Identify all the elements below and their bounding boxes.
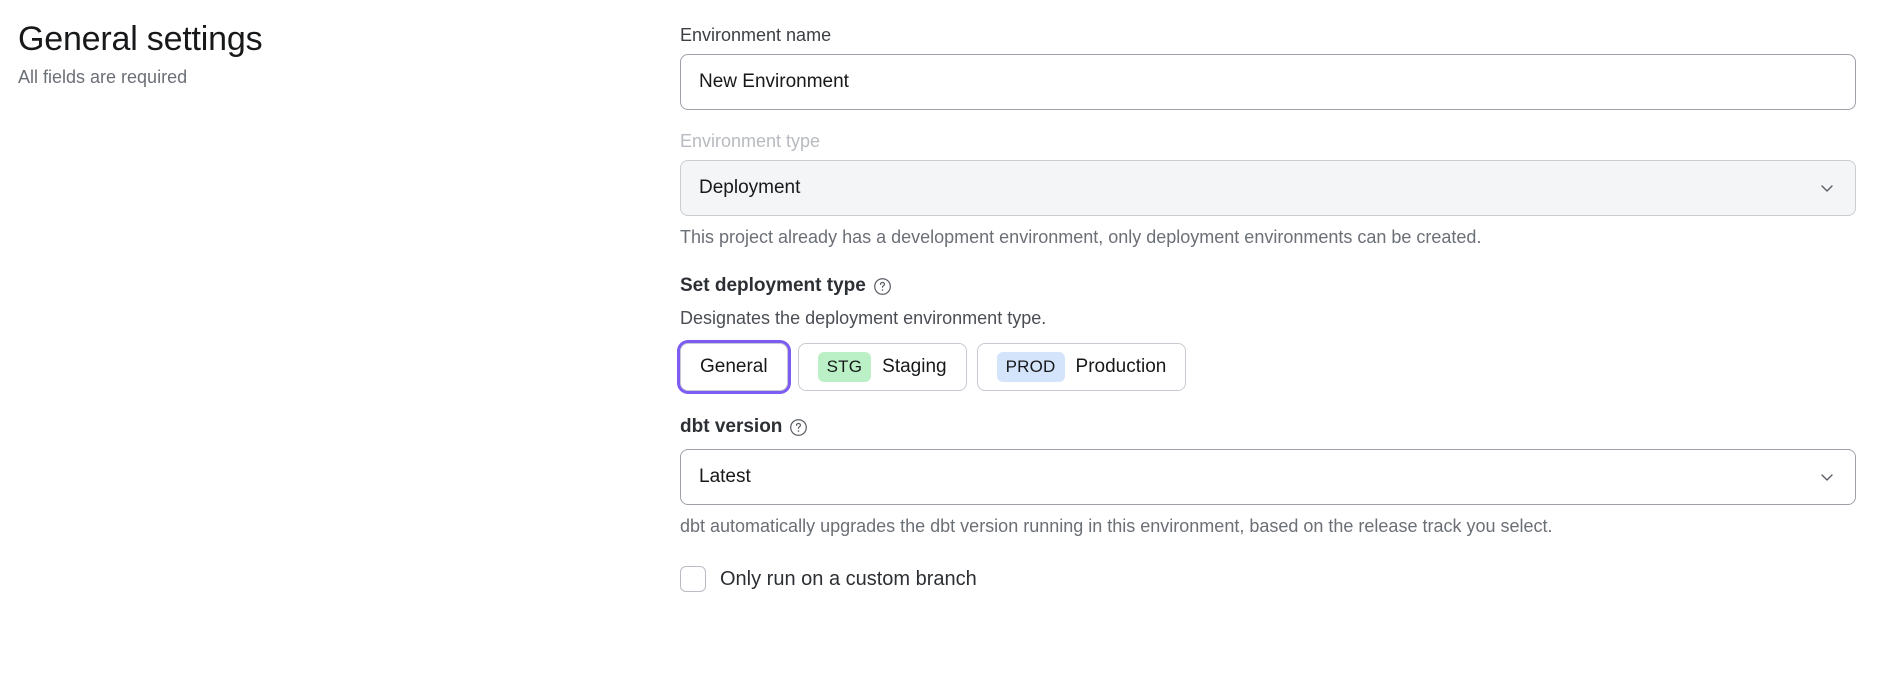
deployment-type-group: Set deployment type Designates the deplo… [680, 272, 1856, 391]
dbt-version-heading: dbt version [680, 416, 783, 437]
deployment-type-option-general-label: General [700, 356, 768, 377]
deployment-type-heading: Set deployment type [680, 275, 866, 296]
environment-name-label: Environment name [680, 25, 832, 45]
deployment-type-option-staging-label: Staging [882, 356, 947, 377]
environment-type-field-group: Environment type Deployment This project… [680, 128, 1856, 250]
custom-branch-row: Only run on a custom branch [680, 565, 1856, 593]
page-subtitle: All fields are required [18, 67, 188, 87]
deployment-type-option-general[interactable]: General [680, 343, 788, 391]
deployment-type-description: Designates the deployment environment ty… [680, 308, 1047, 328]
page-title: General settings [18, 20, 263, 58]
environment-type-helper-text: This project already has a development e… [680, 227, 1482, 247]
deployment-type-option-staging[interactable]: STG Staging [797, 343, 967, 391]
environment-type-select-wrapper: Deployment [680, 160, 1856, 216]
custom-branch-checkbox[interactable] [680, 566, 706, 592]
dbt-version-group: dbt version Latest dbt automatica [680, 413, 1856, 539]
deployment-type-option-production[interactable]: PROD Production [976, 343, 1187, 391]
custom-branch-label[interactable]: Only run on a custom branch [720, 568, 977, 590]
section-intro: General settings All fields are required [18, 18, 618, 90]
dbt-version-heading-row: dbt version [680, 413, 1856, 441]
dbt-version-select-wrapper: Latest [680, 449, 1856, 505]
environment-name-input[interactable] [680, 54, 1856, 110]
environment-type-select[interactable]: Deployment [680, 160, 1856, 216]
dbt-version-helper-text: dbt automatically upgrades the dbt versi… [680, 516, 1553, 536]
production-badge: PROD [996, 352, 1065, 382]
help-circle-icon[interactable] [873, 277, 892, 296]
help-circle-icon[interactable] [789, 418, 808, 437]
staging-badge: STG [817, 352, 872, 382]
deployment-type-options: General STG Staging PROD Production [680, 343, 1856, 391]
environment-type-label: Environment type [680, 131, 821, 151]
dbt-version-select[interactable]: Latest [680, 449, 1856, 505]
environment-name-field-group: Environment name [680, 22, 1856, 110]
settings-form: Environment name Environment type Deploy… [680, 22, 1856, 593]
deployment-type-option-production-label: Production [1075, 356, 1167, 377]
deployment-type-heading-row: Set deployment type [680, 272, 1856, 300]
